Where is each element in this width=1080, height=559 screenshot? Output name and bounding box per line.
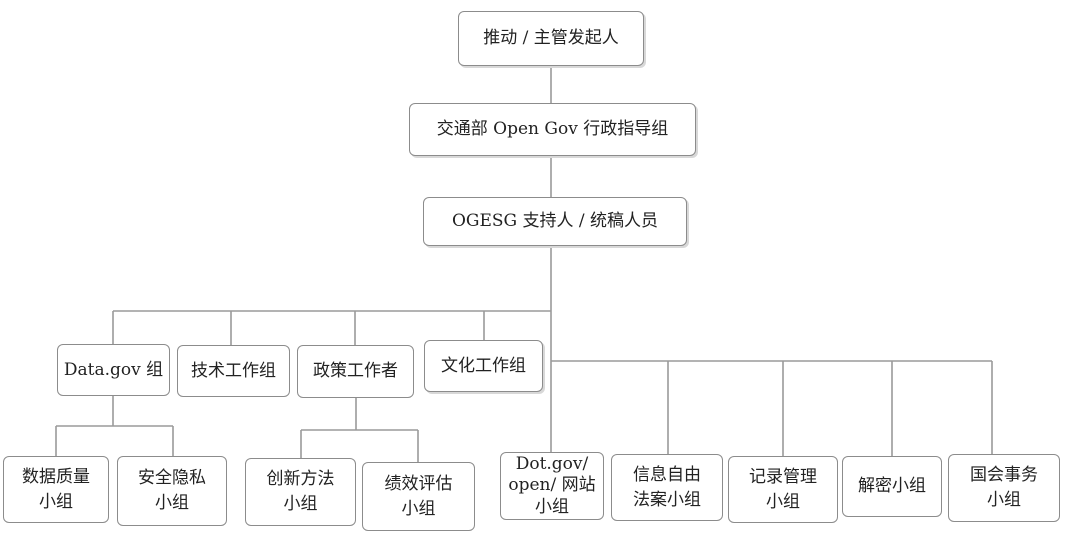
node-website: Dot.gov/ open/ 网站 小组	[500, 452, 604, 520]
node-sponsor: 推动 / 主管发起人	[458, 11, 644, 66]
node-records: 记录管理 小组	[728, 456, 838, 523]
node-steering-group: 交通部 Open Gov 行政指导组	[409, 103, 696, 156]
node-foia: 信息自由 法案小组	[611, 454, 723, 521]
node-congress: 国会事务 小组	[948, 454, 1060, 522]
node-data-quality: 数据质量 小组	[3, 456, 109, 523]
node-innovation: 创新方法 小组	[245, 458, 356, 526]
node-tech: 技术工作组	[177, 345, 290, 397]
node-culture: 文化工作组	[424, 340, 543, 392]
node-performance: 绩效评估 小组	[362, 462, 475, 531]
node-policy: 政策工作者	[297, 345, 414, 398]
node-support-staff: OGESG 支持人 / 统稿人员	[423, 197, 687, 246]
node-datagov: Data.gov 组	[57, 344, 170, 396]
node-privacy: 安全隐私 小组	[117, 456, 227, 526]
node-declassification: 解密小组	[842, 456, 942, 517]
